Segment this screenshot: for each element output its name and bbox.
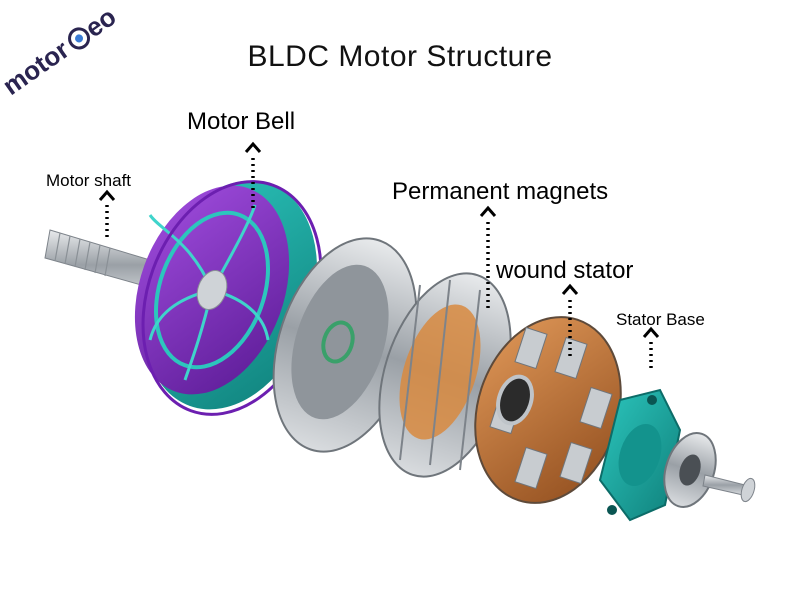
motor-shaft-label: Motor shaft [46, 171, 132, 190]
motor-bell-label: Motor Bell [187, 108, 296, 135]
stator-base-part [598, 388, 682, 522]
wound-stator-label: wound stator [496, 257, 634, 284]
permanent-magnets-label: Permanent magnets [392, 178, 609, 205]
permanent-magnets-arrowhead [479, 205, 497, 217]
motor-shaft-arrowhead [98, 189, 116, 201]
motor-bell-arrowhead [244, 141, 262, 153]
stator-base-label: Stator Base [616, 310, 705, 329]
motor-bell-part [134, 180, 323, 416]
bearing-part [663, 432, 756, 508]
wound-stator-arrowhead [561, 283, 579, 295]
arrowheads [98, 141, 660, 338]
stator-base-arrowhead [642, 326, 660, 338]
diagram-title: BLDC Motor Structure [247, 40, 553, 73]
leader-arrows [105, 158, 653, 372]
